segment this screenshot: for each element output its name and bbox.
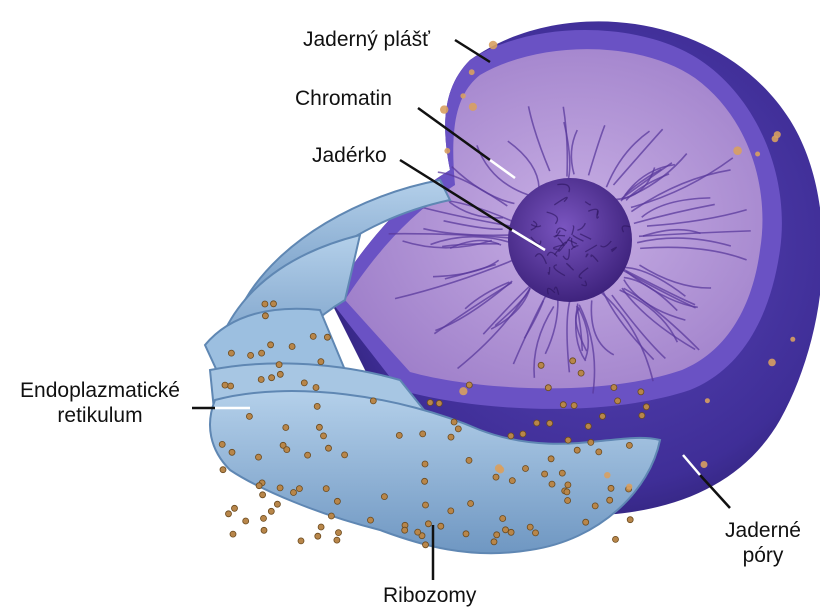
- label-er: Endoplazmatické retikulum: [6, 378, 194, 428]
- label-nuclear-envelope: Jaderný plášť: [303, 27, 430, 52]
- label-er-line2: retikulum: [6, 403, 194, 428]
- label-pores: Jaderné póry: [718, 518, 808, 568]
- label-ribosomes: Ribozomy: [383, 583, 476, 608]
- label-chromatin: Chromatin: [295, 86, 392, 111]
- label-pores-line1: Jaderné: [718, 518, 808, 543]
- label-nucleolus: Jadérko: [312, 143, 387, 168]
- label-pores-line2: póry: [718, 543, 808, 568]
- label-er-line1: Endoplazmatické: [6, 378, 194, 403]
